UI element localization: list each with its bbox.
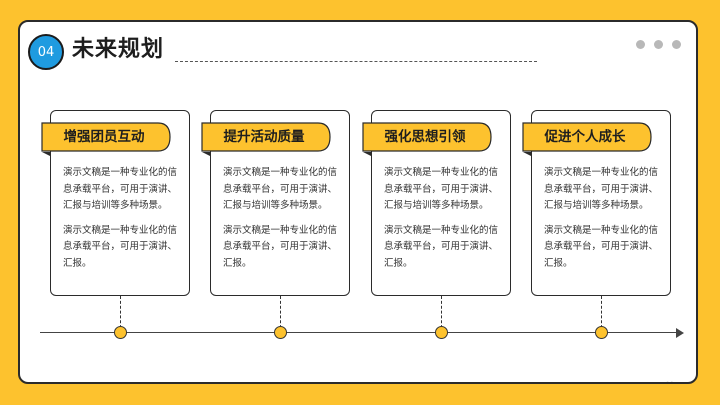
title-divider [175, 61, 537, 62]
section-number-badge: 04 [28, 34, 64, 70]
card-title: 促进个人成长 [544, 129, 626, 145]
timeline-node [595, 326, 608, 339]
window-dot-icon [636, 40, 645, 49]
card-body: 演示文稿是一种专业化的信息承载平台，可用于演讲、汇报与培训等多种场景。演示文稿是… [223, 165, 341, 280]
card-paragraph: 演示文稿是一种专业化的信息承载平台，可用于演讲、汇报与培训等多种场景。 [223, 167, 338, 211]
section-number: 04 [37, 44, 55, 60]
card-body: 演示文稿是一种专业化的信息承载平台，可用于演讲、汇报与培训等多种场景。演示文稿是… [544, 165, 662, 280]
card-paragraph: 演示文稿是一种专业化的信息承载平台，可用于演讲、汇报。 [384, 224, 499, 269]
card-paragraph: 演示文稿是一种专业化的信息承载平台，可用于演讲、汇报。 [63, 224, 178, 269]
page-title: 未来规划 [72, 37, 165, 62]
card-paragraph: 演示文稿是一种专业化的信息承载平台，可用于演讲、汇报与培训等多种场景。 [384, 167, 499, 211]
window-dot-icon [654, 40, 663, 49]
timeline-axis [40, 332, 680, 333]
card-connector [120, 296, 121, 333]
card-connector [280, 296, 281, 333]
card-paragraph: 演示文稿是一种专业化的信息承载平台，可用于演讲、汇报与培训等多种场景。 [63, 167, 178, 211]
card-connector [601, 296, 602, 333]
card-paragraph: 演示文稿是一种专业化的信息承载平台，可用于演讲、汇报与培训等多种场景。 [544, 167, 659, 211]
card-title-banner: 促进个人成长 [521, 122, 655, 156]
timeline-node [114, 326, 127, 339]
slide-canvas: 04 未来规划 演示文稿是一种专业化的信息承载平台，可用于演讲、汇报与培训等多种… [18, 20, 698, 384]
card-title-banner: 强化思想引领 [361, 122, 495, 156]
window-dot-icon [672, 40, 681, 49]
timeline-node [274, 326, 287, 339]
card-title-banner: 提升活动质量 [200, 122, 334, 156]
page-number: 10 [666, 381, 674, 382]
card-title-banner: 增强团员互动 [40, 122, 174, 156]
card-body: 演示文稿是一种专业化的信息承载平台，可用于演讲、汇报与培训等多种场景。演示文稿是… [384, 165, 502, 280]
card-title: 强化思想引领 [384, 129, 466, 145]
card-body: 演示文稿是一种专业化的信息承载平台，可用于演讲、汇报与培训等多种场景。演示文稿是… [63, 165, 181, 280]
card-title: 增强团员互动 [63, 129, 145, 145]
card-connector [441, 296, 442, 333]
timeline-arrow-icon [676, 328, 684, 338]
card-paragraph: 演示文稿是一种专业化的信息承载平台，可用于演讲、汇报。 [544, 224, 659, 269]
timeline-node [435, 326, 448, 339]
card-paragraph: 演示文稿是一种专业化的信息承载平台，可用于演讲、汇报。 [223, 224, 338, 269]
card-title: 提升活动质量 [223, 129, 305, 145]
